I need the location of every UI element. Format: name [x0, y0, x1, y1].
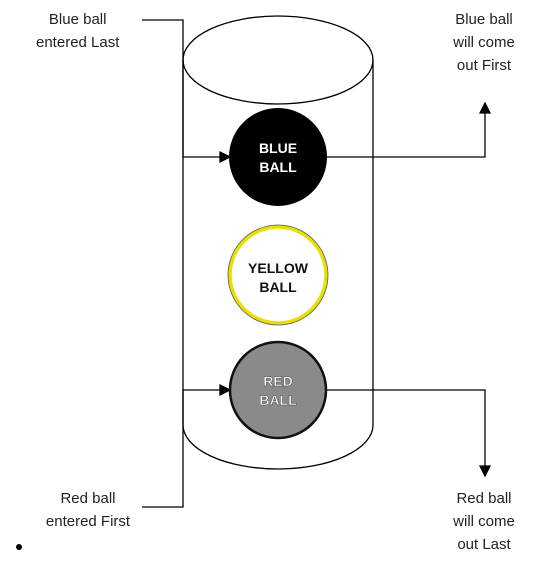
red-entered-label-line1: Red ball — [60, 490, 116, 507]
red-out-label: Red ball will come out Last — [440, 487, 528, 556]
red-ball-label-line2: BALL — [259, 392, 297, 408]
blue-out-label-line1: Blue ball — [455, 11, 513, 28]
yellow-ball-label-line1: YELLOW — [248, 260, 309, 276]
red-ball-circle — [228, 340, 328, 440]
red-entered-label-line2: entered First — [45, 513, 131, 530]
blue-entered-label: Blue ball entered Last — [36, 8, 119, 54]
blue-entered-arrowhead — [219, 150, 232, 164]
blue-ball-label-line1: BLUE — [259, 140, 297, 156]
yellow-ball-circle — [228, 225, 328, 325]
red-out-label-line1: Red ball — [456, 490, 512, 507]
red-entered-label: Red ball entered First — [36, 487, 140, 533]
blue-out-arrowhead — [478, 101, 492, 114]
bullet-dot — [16, 544, 22, 550]
connectors — [142, 19, 492, 508]
yellow-ball: YELLOW BALL — [227, 224, 329, 326]
blue-out-line — [327, 112, 486, 158]
blue-out-label-line2: will come — [453, 34, 515, 51]
red-entered-arrowhead — [219, 383, 232, 397]
red-entered-line — [142, 389, 221, 508]
blue-ball-label-line2: BALL — [259, 159, 297, 175]
cylinder-bottom-arc — [182, 424, 374, 470]
red-ball-label-line1: RED — [263, 373, 293, 389]
blue-out-label-line3: out First — [456, 57, 512, 74]
red-ball: RED BALL — [228, 340, 328, 440]
red-out-line — [326, 389, 486, 467]
blue-ball: BLUE BALL — [229, 108, 327, 206]
yellow-ball-outline — [227, 224, 329, 326]
blue-entered-line — [142, 19, 222, 158]
blue-entered-label-line2: entered Last — [36, 34, 120, 51]
yellow-ball-label-line2: BALL — [259, 279, 297, 295]
cylinder-top-ellipse — [182, 15, 374, 105]
red-out-label-line3: out Last — [457, 536, 511, 553]
cylinder — [182, 15, 374, 470]
red-out-arrowhead — [478, 465, 492, 478]
red-out-label-line2: will come — [453, 513, 515, 530]
blue-out-label: Blue ball will come out First — [440, 8, 528, 77]
blue-ball-circle — [229, 108, 327, 206]
blue-entered-label-line1: Blue ball — [48, 11, 107, 28]
